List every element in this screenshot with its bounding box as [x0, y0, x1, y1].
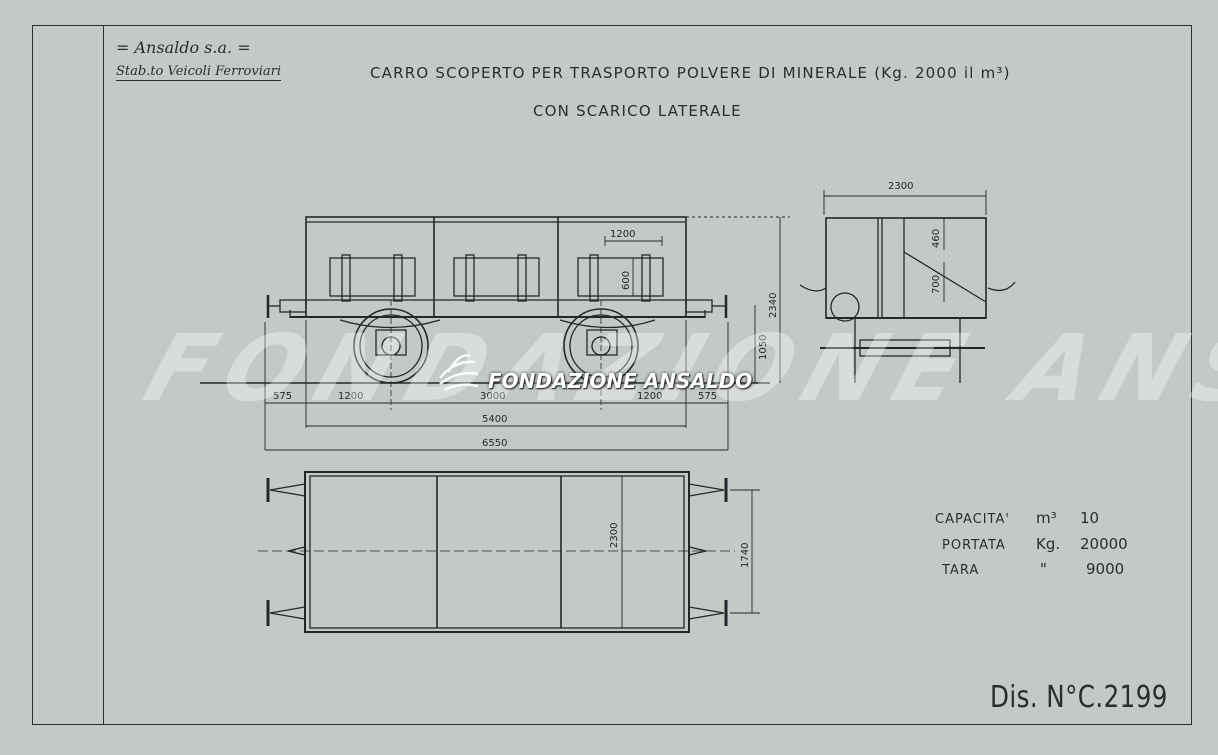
- buffer-right: [685, 295, 728, 318]
- dim-segment-right: 1200: [637, 391, 662, 402]
- side-view: [200, 216, 790, 451]
- dim-overhang-right: 575: [698, 391, 717, 402]
- dim-segment-left: 1200: [338, 391, 363, 402]
- drawing-subtitle: CON SCARICO LATERALE: [533, 102, 742, 120]
- dim-end-lower-height: 700: [931, 275, 942, 294]
- side-door-left: [329, 254, 416, 302]
- dim-overhang-left: 575: [273, 391, 292, 402]
- dim-buffer-height: 1050: [758, 335, 769, 360]
- dim-body-length: 5400: [482, 414, 507, 425]
- dim-wheelbase: 3000: [480, 391, 505, 402]
- plan-buffers-right: [688, 478, 728, 626]
- buffer-left: [266, 295, 307, 318]
- spec-label-capacity: CAPACITA': [935, 512, 1010, 527]
- dim-end-width: 2300: [888, 181, 913, 192]
- drawing-title: CARRO SCOPERTO PER TRASPORTO POLVERE DI …: [370, 64, 1011, 82]
- dim-buffer-length: 6550: [482, 438, 507, 449]
- plan-view: [258, 471, 760, 633]
- dim-end-upper-height: 460: [931, 229, 942, 248]
- spec-value-load: 20000: [1080, 535, 1128, 553]
- watermark-small-text: FONDAZIONE ANSALDO: [488, 369, 753, 393]
- spec-label-tare: TARA: [942, 563, 980, 578]
- drawing-number: Dis. N°C.2199: [990, 680, 1168, 715]
- dim-buffer-spacing: 1740: [740, 543, 751, 568]
- spec-unit-load: Kg.: [1036, 535, 1061, 553]
- side-door-right: [577, 254, 664, 302]
- dim-door-width: 1200: [610, 229, 635, 240]
- spec-value-tare: 9000: [1086, 560, 1125, 578]
- dim-door-height: 600: [621, 271, 632, 290]
- watermark-logo-icon: [439, 354, 479, 392]
- plan-buffers-left: [266, 478, 306, 626]
- side-door-middle: [453, 254, 540, 302]
- spec-label-load: PORTATA: [942, 538, 1006, 553]
- spec-unit-capacity: m³: [1036, 509, 1057, 527]
- dim-overall-height: 2340: [768, 293, 779, 318]
- sheet-border: [32, 25, 1192, 725]
- binding-margin-line: [103, 25, 104, 725]
- end-view: [799, 190, 1016, 383]
- spec-unit-tare: ": [1040, 560, 1047, 578]
- spec-value-capacity: 10: [1080, 509, 1100, 527]
- company-name: = Ansaldo s.a. =: [116, 38, 251, 57]
- dim-plan-width: 2300: [609, 523, 620, 548]
- company-division: Stab.to Veicoli Ferroviari: [116, 64, 282, 81]
